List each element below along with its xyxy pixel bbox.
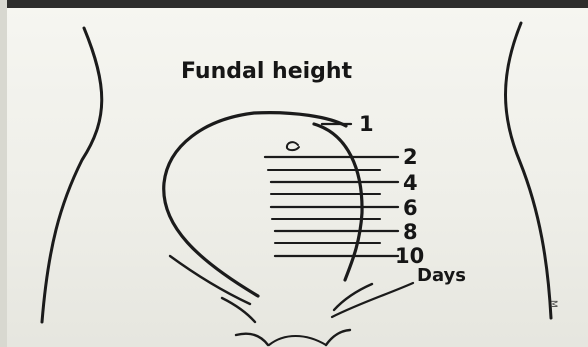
days-label: Days — [417, 265, 466, 286]
right-pubic-line — [332, 282, 374, 312]
left-thigh-line — [234, 332, 270, 347]
level-label-4: 4 — [403, 171, 418, 195]
uterus-fundus-curve — [312, 122, 364, 282]
left-pubic-line — [220, 296, 257, 324]
level-label-2: 2 — [403, 145, 418, 169]
uterus-outline — [162, 111, 348, 298]
left-shadow-border — [0, 0, 7, 347]
left-body-outline — [40, 26, 104, 324]
diagram-title: Fundal height — [181, 59, 353, 84]
level-label-8: 8 — [403, 220, 418, 244]
margin-mark: M — [548, 300, 558, 308]
level-label-10: 10 — [395, 244, 424, 268]
left-abdominal-line — [168, 254, 252, 306]
level-label-1: 1 — [359, 112, 374, 136]
perineal-line — [267, 335, 328, 347]
top-shadow-border — [0, 0, 588, 8]
right-body-outline — [504, 21, 553, 320]
level-label-6: 6 — [403, 196, 418, 220]
mark-icon — [285, 141, 300, 152]
right-abdominal-line — [330, 281, 415, 319]
right-thigh-line — [324, 328, 352, 347]
